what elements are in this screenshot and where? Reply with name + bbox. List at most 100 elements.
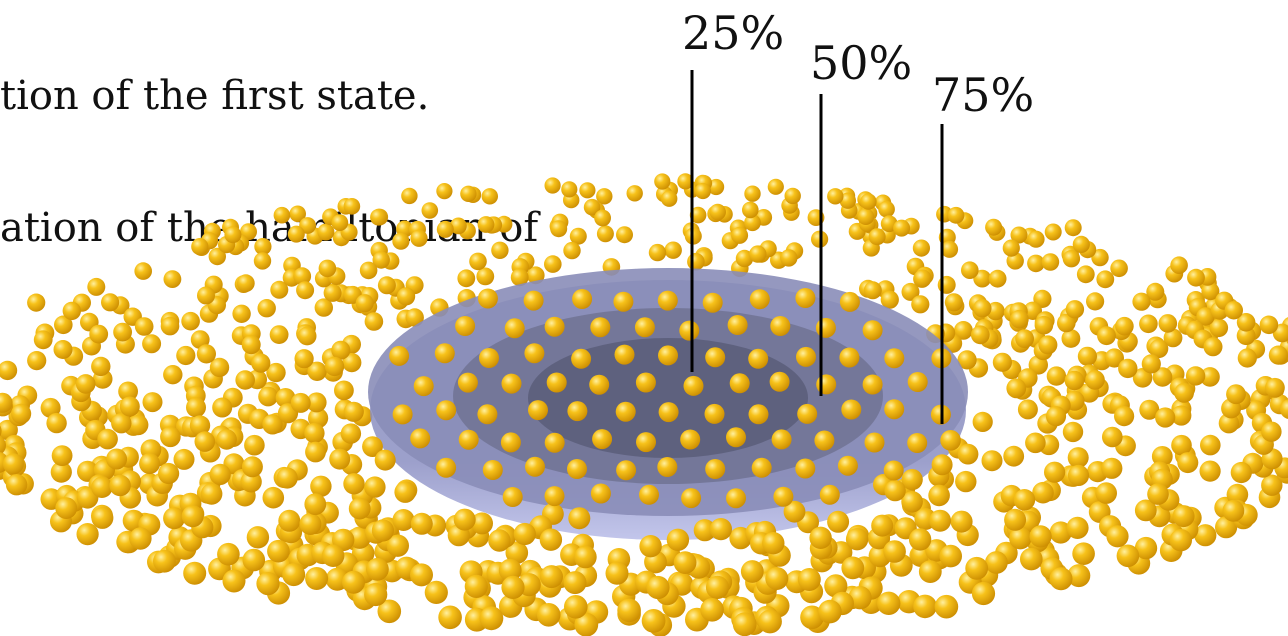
atom	[362, 436, 383, 457]
atom	[244, 434, 265, 456]
atom	[318, 259, 337, 278]
atom	[118, 381, 138, 402]
atom	[657, 290, 678, 311]
atom	[742, 201, 759, 219]
atom	[749, 245, 767, 263]
atom	[477, 216, 495, 233]
atom	[282, 563, 306, 587]
atom	[824, 574, 848, 598]
atom	[1171, 405, 1192, 426]
atom	[1067, 464, 1090, 486]
atom	[1200, 367, 1220, 387]
atom	[458, 429, 479, 450]
atom	[740, 560, 764, 583]
atom	[1172, 505, 1195, 528]
atom	[687, 252, 705, 271]
atom	[913, 269, 932, 288]
atom	[183, 561, 207, 585]
atom	[488, 529, 511, 552]
atom	[1020, 547, 1043, 571]
atom	[1203, 337, 1223, 357]
atom	[883, 460, 904, 481]
atom	[704, 403, 725, 424]
atom	[1091, 248, 1109, 267]
atom	[837, 455, 858, 476]
atom	[189, 415, 211, 436]
atom	[1261, 421, 1282, 442]
atom	[314, 298, 333, 317]
atom	[985, 551, 1008, 574]
atom	[410, 512, 433, 535]
atom	[276, 467, 298, 489]
atom	[1029, 525, 1052, 548]
atom	[569, 227, 587, 245]
atom	[765, 567, 789, 590]
atom	[749, 289, 770, 310]
atom	[401, 187, 418, 205]
atom	[469, 252, 487, 271]
atom	[142, 392, 163, 413]
atom	[550, 220, 568, 238]
atom	[371, 519, 394, 542]
atom	[589, 374, 610, 395]
atom	[194, 431, 216, 452]
atom	[1222, 499, 1245, 522]
atom	[500, 432, 521, 453]
atom	[186, 397, 206, 418]
atom	[934, 594, 959, 619]
atom	[1155, 407, 1176, 428]
atom	[1171, 434, 1192, 456]
atom	[563, 571, 587, 595]
atom	[413, 376, 434, 397]
atom	[1038, 335, 1058, 355]
atom	[91, 476, 113, 498]
atom	[158, 462, 180, 485]
atom	[770, 316, 791, 336]
atom	[666, 528, 690, 551]
atom	[305, 567, 329, 590]
atom	[705, 347, 726, 368]
atom	[683, 375, 704, 396]
atom	[1095, 482, 1117, 504]
atom	[1023, 301, 1042, 320]
atom	[1057, 313, 1076, 333]
atom	[191, 238, 209, 256]
atom	[386, 534, 409, 557]
atom	[304, 422, 325, 444]
atom	[209, 463, 231, 485]
atom	[397, 287, 416, 306]
atom	[1110, 259, 1128, 278]
atom	[1049, 567, 1073, 591]
atom	[525, 456, 545, 477]
atom	[1279, 399, 1288, 419]
atom	[827, 510, 850, 533]
contour-label-25: 25%	[682, 6, 785, 60]
atom	[1158, 314, 1178, 333]
atom	[343, 473, 365, 495]
atom	[880, 290, 899, 309]
atom	[476, 267, 495, 286]
atom	[544, 177, 561, 194]
atom	[1209, 318, 1229, 338]
atom	[235, 370, 255, 390]
atom	[111, 413, 132, 434]
atom	[1097, 326, 1116, 346]
atom	[884, 399, 905, 420]
atom	[913, 594, 937, 619]
atom	[908, 528, 932, 551]
atom	[567, 459, 587, 479]
atom	[657, 457, 678, 477]
leader-lines	[690, 70, 944, 424]
atom	[1199, 460, 1221, 482]
atom	[705, 575, 730, 600]
atom	[626, 185, 643, 202]
atom	[689, 206, 707, 224]
atom	[212, 397, 233, 418]
atom	[614, 344, 635, 365]
atom	[1085, 370, 1105, 390]
atom	[590, 317, 611, 338]
atom	[771, 429, 792, 450]
atom	[50, 461, 72, 483]
atom	[91, 506, 114, 529]
atom	[1046, 366, 1067, 386]
